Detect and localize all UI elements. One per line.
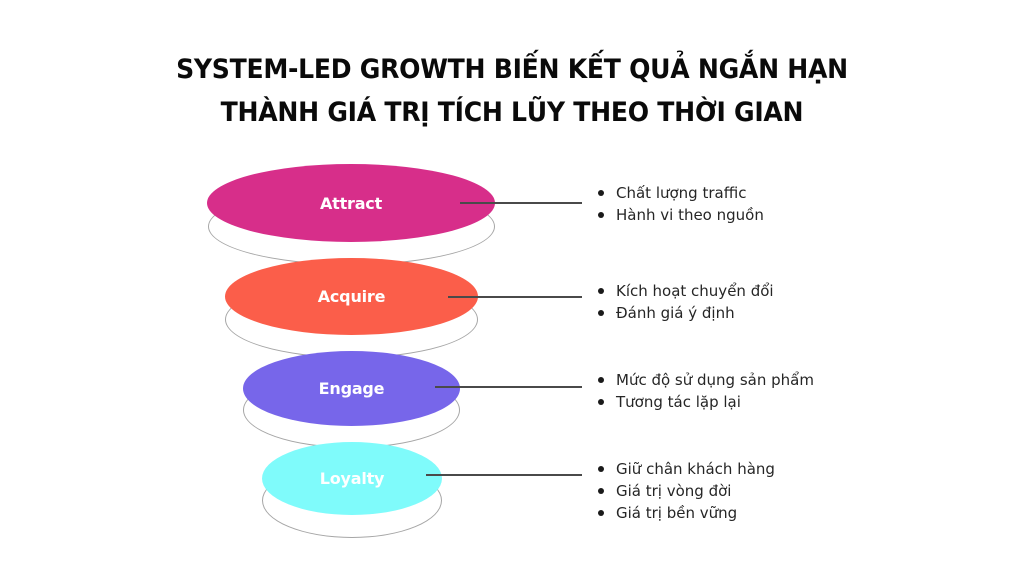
page-title: SYSTEM-LED GROWTH BIẾN KẾT QUẢ NGẮN HẠN … [36, 48, 988, 134]
list-item: Giá trị vòng đời [596, 480, 775, 502]
acquire-metrics-list: Kích hoạt chuyển đổi Đánh giá ý định [596, 280, 774, 324]
stage-label-acquire: Acquire [317, 287, 386, 306]
loyalty-metrics-list: Giữ chân khách hàng Giá trị vòng đời Giá… [596, 458, 775, 524]
attract-metrics-list: Chất lượng traffic Hành vi theo nguồn [596, 182, 764, 226]
list-item: Giá trị bền vững [596, 502, 775, 524]
connector-engage [435, 386, 582, 388]
bullet-icon [598, 377, 604, 383]
bullet-icon [598, 399, 604, 405]
list-item: Mức độ sử dụng sản phẩm [596, 369, 814, 391]
list-item: Kích hoạt chuyển đổi [596, 280, 774, 302]
title-line-1: SYSTEM-LED GROWTH BIẾN KẾT QUẢ NGẮN HẠN [176, 54, 848, 85]
connector-acquire [448, 296, 582, 298]
stage-attract: Attract [207, 164, 495, 242]
bullet-icon [598, 488, 604, 494]
list-item: Hành vi theo nguồn [596, 204, 764, 226]
engage-metrics-list: Mức độ sử dụng sản phẩm Tương tác lặp lạ… [596, 369, 814, 413]
list-item: Chất lượng traffic [596, 182, 764, 204]
list-item: Tương tác lặp lại [596, 391, 814, 413]
connector-loyalty [426, 474, 582, 476]
stage-label-loyalty: Loyalty [319, 469, 385, 488]
bullet-icon [598, 288, 604, 294]
bullet-icon [598, 310, 604, 316]
bullet-icon [598, 510, 604, 516]
title-line-2: THÀNH GIÁ TRỊ TÍCH LŨY THEO THỜI GIAN [220, 97, 804, 128]
bullet-icon [598, 466, 604, 472]
bullet-icon [598, 190, 604, 196]
stage-engage: Engage [243, 351, 460, 426]
stage-label-engage: Engage [318, 379, 385, 398]
stage-loyalty: Loyalty [262, 442, 442, 515]
stage-acquire: Acquire [225, 258, 478, 335]
bullet-icon [598, 212, 604, 218]
connector-attract [460, 202, 582, 204]
list-item: Đánh giá ý định [596, 302, 774, 324]
stage-label-attract: Attract [319, 193, 383, 213]
list-item: Giữ chân khách hàng [596, 458, 775, 480]
